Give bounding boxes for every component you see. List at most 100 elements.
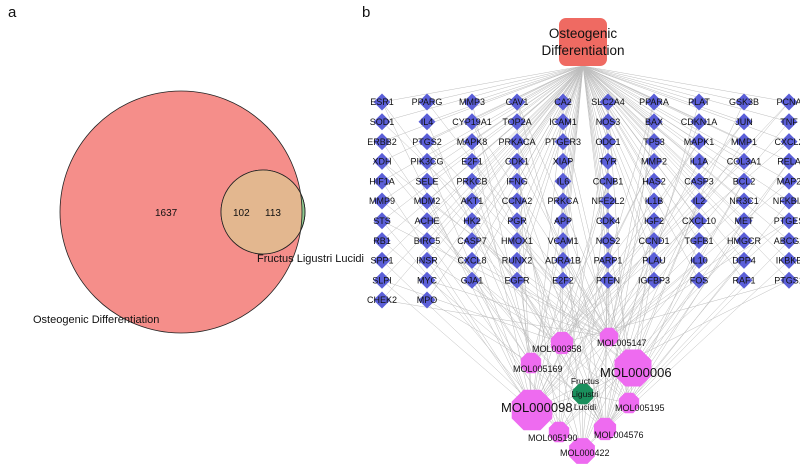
gene-node-ERBB2: ERBB2 — [367, 133, 397, 151]
gene-diamond — [508, 93, 526, 111]
gene-node-INSR: INSR — [416, 251, 438, 269]
gene-node-PLAU: PLAU — [642, 251, 666, 269]
gene-diamond — [508, 251, 526, 269]
molecule-node-MOL005195 — [618, 392, 640, 414]
gene-label: PRKCA — [547, 196, 578, 206]
molecule-node-MOL000358 — [550, 331, 574, 355]
gene-node-IL10: IL10 — [690, 251, 708, 269]
venn-count-overlap: 102 — [233, 208, 250, 219]
edge-molecule-gene — [558, 121, 609, 433]
gene-label: E2F1 — [461, 157, 483, 167]
gene-node-PCNA: PCNA — [776, 93, 800, 111]
gene-label: CXCL2 — [774, 137, 800, 147]
gene-node-HAS2: HAS2 — [642, 172, 666, 190]
gene-diamond — [599, 152, 617, 170]
edge-molecule-gene — [608, 240, 745, 338]
molecule-label-MOL005169: MOL005169 — [513, 364, 563, 374]
gene-label: BCL2 — [733, 176, 756, 186]
gene-node-IFNG: IFNG — [506, 172, 528, 190]
gene-label: IL1B — [645, 196, 664, 206]
gene-diamond — [554, 251, 572, 269]
gene-node-PTGER3: PTGER3 — [545, 133, 581, 151]
target-node: Osteogenic Differentiation — [541, 18, 625, 66]
edge-target-gene — [582, 65, 655, 281]
edge-target-gene — [582, 65, 655, 182]
gene-node-PRKCA: PRKCA — [547, 192, 579, 210]
gene-node-ESR1: ESR1 — [370, 93, 394, 111]
edge-target-gene — [582, 65, 655, 261]
gene-node-MMP2: MMP2 — [641, 152, 667, 170]
gene-label: PTGS1 — [774, 275, 800, 285]
edge-target-gene — [381, 65, 584, 162]
gene-diamond — [690, 192, 708, 210]
gene-label: MAPK8 — [457, 137, 488, 147]
gene-node-PTGES: PTGES — [774, 212, 800, 230]
edge-molecule-gene — [531, 280, 564, 411]
gene-diamond — [645, 172, 663, 190]
gene-diamond — [554, 212, 572, 230]
gene-node-PTGS2: PTGS2 — [412, 133, 442, 151]
edge-target-gene — [582, 65, 790, 162]
gene-diamond — [599, 192, 617, 210]
gene-diamond — [508, 271, 526, 289]
gene-diamond — [463, 172, 481, 190]
edge-target-gene — [582, 65, 700, 241]
gene-node-NOS3: NOS3 — [596, 113, 620, 131]
herb-label-line3: Lucidi — [574, 402, 596, 412]
gene-node-MAPK1: MAPK1 — [684, 133, 715, 151]
gene-node-HMGCR: HMGCR — [727, 232, 761, 250]
edge-molecule-gene — [426, 141, 634, 369]
edge-molecule-gene — [381, 200, 630, 404]
gene-label: ESR1 — [370, 97, 394, 107]
edge-molecule-gene — [530, 200, 655, 364]
edge-molecule-gene — [471, 260, 610, 338]
gene-label: HAS2 — [642, 176, 666, 186]
gene-diamond — [690, 172, 708, 190]
gene-node-IL6: IL6 — [554, 172, 572, 190]
edge-molecule-gene — [581, 121, 700, 452]
gene-label: APP — [554, 216, 572, 226]
edge-target-gene — [582, 65, 745, 162]
edge-target-gene — [381, 65, 584, 221]
edge-molecule-gene — [531, 240, 655, 411]
venn-overlap-outline — [220, 169, 306, 255]
gene-label: ICAM1 — [549, 117, 577, 127]
gene-diamond — [735, 152, 753, 170]
gene-node-CDK1: CDK1 — [505, 152, 529, 170]
edge-molecule-gene — [426, 260, 533, 411]
gene-diamond — [690, 212, 708, 230]
gene-label: PTEN — [596, 275, 620, 285]
gene-diamond — [554, 192, 572, 210]
edge-target-gene — [582, 65, 790, 221]
edge-molecule-gene — [604, 181, 745, 430]
gene-diamond — [508, 192, 526, 210]
gene-label: MAPK1 — [684, 137, 715, 147]
gene-diamond — [780, 133, 798, 151]
gene-node-TGFB1: TGFB1 — [684, 232, 714, 250]
edge-target-gene — [582, 65, 790, 182]
gene-node-IGF2: IGF2 — [644, 212, 664, 230]
gene-node-PRKACA: PRKACA — [498, 133, 536, 151]
edge-molecule-gene — [381, 121, 610, 338]
gene-label: PPARA — [639, 97, 669, 107]
gene-diamond — [373, 271, 391, 289]
venn-count-right: 113 — [265, 208, 281, 219]
edge-molecule-gene — [516, 240, 610, 338]
gene-label: TP53 — [643, 137, 665, 147]
gene-diamond — [645, 192, 663, 210]
gene-node-APP: APP — [554, 212, 572, 230]
edge-molecule-gene — [632, 181, 745, 369]
edge-target-gene — [516, 65, 584, 162]
edge-molecule-gene — [471, 240, 563, 344]
gene-diamond — [463, 232, 481, 250]
gene-label: SLC2A4 — [591, 97, 625, 107]
edge-target-gene — [426, 65, 584, 301]
gene-label: ODC1 — [595, 137, 620, 147]
venn-diagram: 1637 102 113 Osteogenic Differentiation … — [33, 90, 364, 334]
gene-label: CA2 — [554, 97, 572, 107]
edge-target-gene — [582, 65, 700, 182]
gene-node-MAPK8: MAPK8 — [457, 133, 488, 151]
gene-label: PTGER3 — [545, 137, 581, 147]
gene-label: CDK1 — [505, 157, 529, 167]
